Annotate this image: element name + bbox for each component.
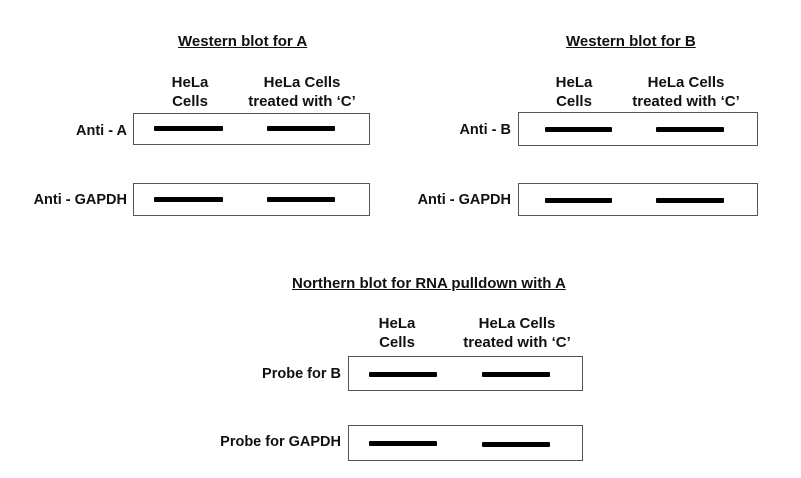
band-hela-gapdh-b — [545, 198, 612, 203]
western-a-blot-anti-gapdh — [133, 183, 370, 216]
band-treated-anti-b — [656, 127, 724, 132]
band-treated-gapdh-b — [656, 198, 724, 203]
northern-col-hela: HeLa Cells — [378, 315, 416, 351]
northern-row-probe-b: Probe for B — [262, 366, 341, 382]
western-b-row-anti-gapdh: Anti - GAPDH — [417, 192, 511, 208]
western-b-blot-anti-b — [518, 112, 758, 146]
northern-blot-probe-gapdh — [348, 425, 583, 461]
band-treated-gapdh-a — [267, 197, 335, 202]
western-a-col-treated: HeLa Cells treated with ‘C’ — [248, 74, 356, 110]
western-a-blot-anti-a — [133, 113, 370, 145]
band-hela-anti-a — [154, 126, 223, 131]
northern-row-probe-gapdh: Probe for GAPDH — [220, 434, 341, 450]
western-b-blot-anti-gapdh — [518, 183, 758, 216]
western-blot-a-title: Western blot for A — [178, 33, 308, 50]
western-a-row-anti-gapdh: Anti - GAPDH — [33, 192, 127, 208]
western-a-row-anti-a: Anti - A — [75, 123, 127, 139]
western-blot-b-title: Western blot for B — [566, 33, 696, 50]
northern-blot-probe-b — [348, 356, 583, 391]
western-b-col-hela: HeLa Cells — [555, 74, 593, 110]
band-hela-probe-gapdh — [369, 441, 437, 446]
northern-col-treated: HeLa Cells treated with ‘C’ — [463, 315, 571, 351]
western-a-col-hela: HeLa Cells — [171, 74, 209, 110]
band-hela-anti-b — [545, 127, 612, 132]
band-treated-probe-b — [482, 372, 550, 377]
band-hela-gapdh-a — [154, 197, 223, 202]
band-hela-probe-b — [369, 372, 437, 377]
western-b-row-anti-b: Anti - B — [459, 122, 511, 138]
band-treated-probe-gapdh — [482, 442, 550, 447]
northern-blot-title: Northern blot for RNA pulldown with A — [292, 275, 566, 292]
western-b-col-treated: HeLa Cells treated with ‘C’ — [632, 74, 740, 110]
band-treated-anti-a — [267, 126, 335, 131]
